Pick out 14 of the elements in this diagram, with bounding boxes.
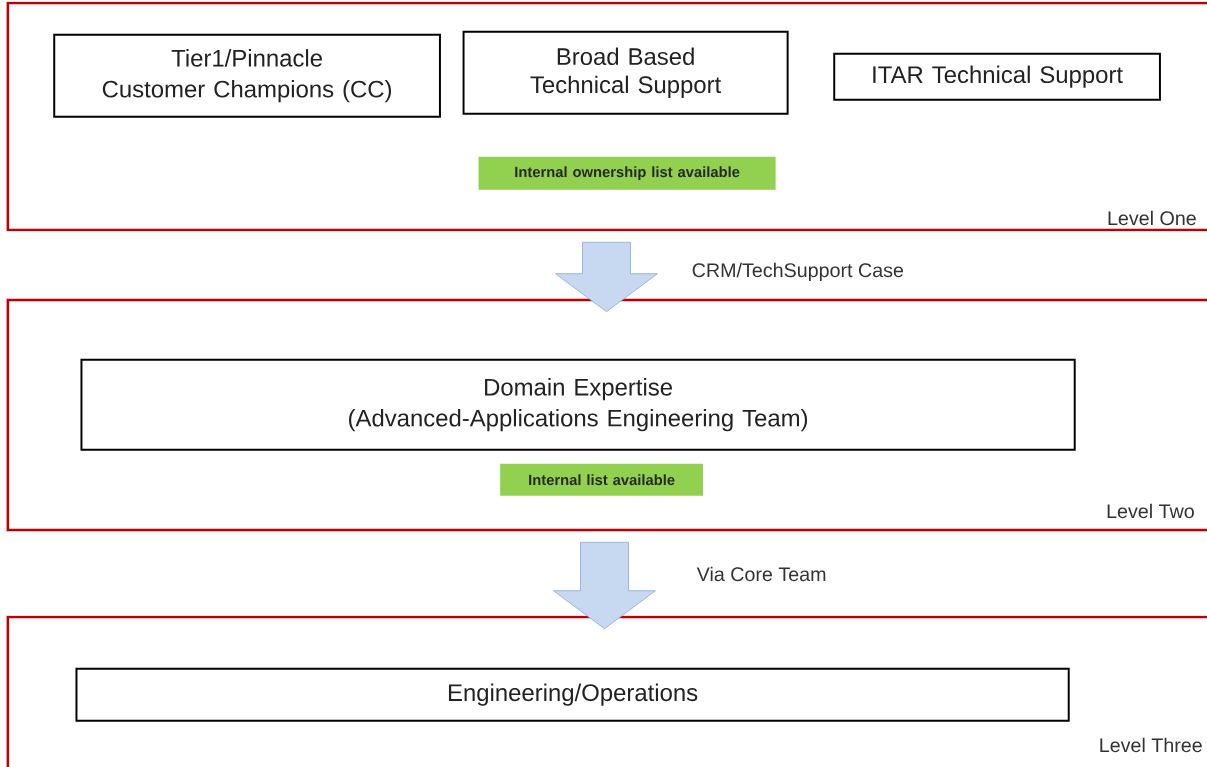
level-label: Level One bbox=[1108, 210, 1196, 226]
block-arrow bbox=[555, 241, 658, 313]
team-box: Broad Based Technical Support bbox=[462, 30, 789, 115]
edge-label: Via Core Team bbox=[696, 566, 826, 582]
level-label: Level Three bbox=[1100, 737, 1202, 753]
team-box: Engineering/Operations bbox=[75, 667, 1070, 722]
team-box: Domain Expertise (Advanced-Applications Engineering Team) bbox=[80, 358, 1076, 451]
block-arrow bbox=[553, 541, 656, 630]
level-label: Level Two bbox=[1107, 503, 1194, 519]
edge-label: CRM/TechSupport Case bbox=[692, 262, 904, 282]
note-tag: Internal list available bbox=[500, 463, 703, 496]
team-box: Tier1/Pinnacle Customer Champions (CC) bbox=[53, 33, 441, 118]
team-box: ITAR Technical Support bbox=[833, 52, 1161, 101]
note-tag: Internal ownership list available bbox=[478, 156, 776, 190]
